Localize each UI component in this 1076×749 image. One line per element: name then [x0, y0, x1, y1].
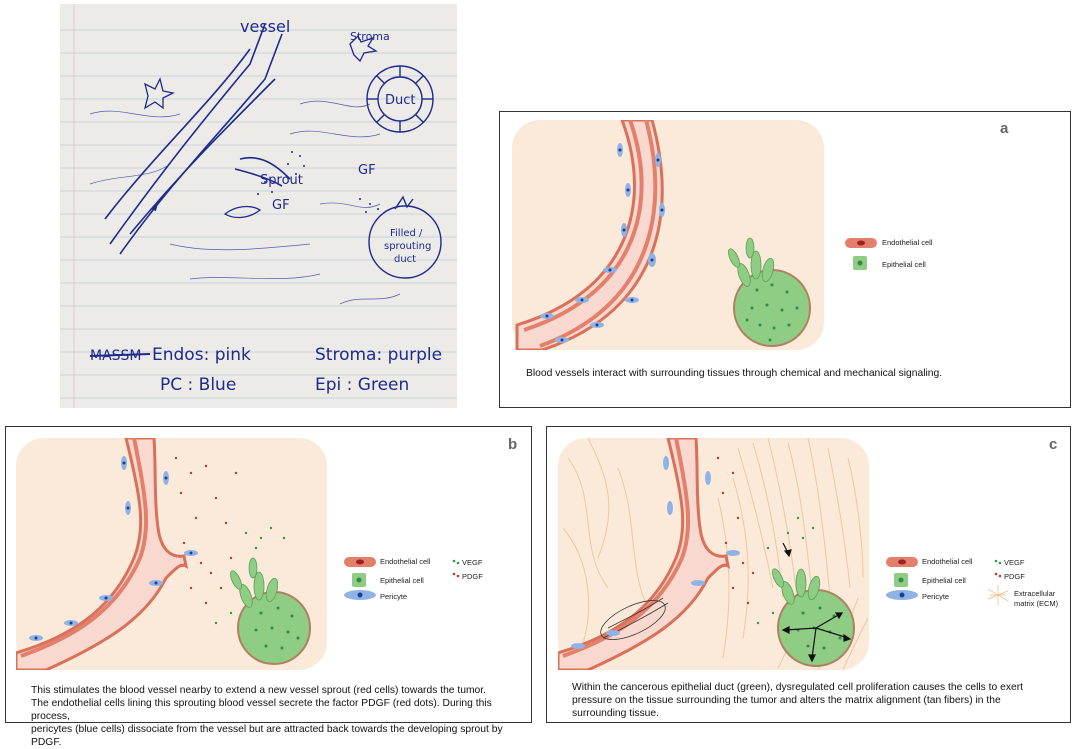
panel-b-legend-pericyte: Pericyte [380, 592, 408, 601]
panel-c-caption: Within the cancerous epithelial duct (gr… [572, 681, 1062, 720]
panel-c-duct [772, 542, 855, 667]
panel-c-caption-line: Within the cancerous epithelial duct (gr… [572, 682, 1024, 693]
sketch-label-gf-upper: GF [358, 163, 376, 178]
panel-a-legend-endothelial: Endothelial cell [882, 238, 933, 247]
endothelial-cell-icon [344, 557, 376, 567]
panel-c-pressure-arrows [781, 542, 852, 663]
sketch-label-filled-1: Filled / [390, 228, 423, 239]
sketch-photo: vessel Stroma Duct Sprout GF GF Filled /… [60, 4, 457, 408]
panel-c-legend-vegf: VEGF [1004, 558, 1025, 567]
sketch-label-stroma: Stroma [350, 30, 390, 43]
panel-c-letter: c [1049, 436, 1058, 453]
panel-b-legend-epithelial: Epithelial cell [380, 576, 424, 585]
panel-c-legend-pdgf: PDGF [1004, 572, 1025, 581]
sketch-label-filled-3: duct [394, 254, 416, 265]
sketch-gf-cell [223, 205, 262, 219]
panel-c-legend-pericyte: Pericyte [922, 592, 950, 601]
panel-c-diagram [558, 438, 869, 670]
panel-b-legend-pdgf: PDGF [462, 572, 483, 581]
panel-c-legend [884, 553, 1064, 613]
panel-c-ecm-fibers [562, 438, 869, 670]
pericyte-icon [886, 590, 918, 600]
panel-b-duct [230, 557, 311, 665]
panel-b-caption-line: pericytes (blue cells) dissociate from t… [31, 724, 503, 748]
panel-c-legend-epithelial: Epithelial cell [922, 576, 966, 585]
sketch-filled-duct [368, 195, 442, 279]
sketch-drawing: vessel Stroma Duct Sprout GF GF Filled /… [60, 4, 457, 408]
endothelial-cell-icon [886, 557, 918, 567]
panel-b-caption-line: The endothelial cells lining this sprout… [31, 698, 492, 722]
sketch-key-endos: Endos: pink [152, 345, 251, 365]
vegf-dots-icon [452, 559, 460, 565]
sketch-duct [366, 65, 434, 133]
sketch-arrow-icon [150, 203, 158, 211]
panel-b-caption: This stimulates the blood vessel nearby … [31, 684, 531, 749]
sketch-label-filled-2: sprouting [384, 241, 431, 252]
pericyte-icon [344, 590, 376, 600]
panel-b-legend-endothelial: Endothelial cell [380, 557, 431, 566]
panel-a-legend-epithelial: Epithelial cell [882, 260, 926, 269]
panel-a-caption: Blood vessels interact with surrounding … [526, 368, 943, 379]
panel-a-duct [728, 237, 811, 347]
endothelial-cell-icon [845, 238, 877, 248]
sketch-label-gf-lower: GF [272, 198, 290, 213]
pdgf-dots-icon [452, 572, 460, 578]
pdgf-dots-icon [994, 572, 1002, 578]
panel-a-legend [843, 234, 963, 274]
vegf-dots-icon [994, 559, 1002, 565]
sketch-vessel [104, 23, 291, 255]
panel-c-legend-ecm-1: Extracellular [1014, 589, 1056, 598]
ecm-fiber-icon [987, 585, 1009, 605]
panel-b-caption-line: This stimulates the blood vessel nearby … [31, 685, 486, 696]
panel-b-letter: b [508, 436, 518, 453]
panel-a-vessel [515, 120, 665, 350]
sketch-label-sprout: Sprout [260, 173, 303, 188]
sketch-key-pc: PC : Blue [160, 375, 236, 395]
sketch-label-vessel: vessel [240, 17, 290, 36]
panel-b-pdgf-dots [174, 456, 238, 605]
epithelial-cell-icon [352, 573, 366, 587]
sketch-key-epi: Epi : Green [315, 375, 409, 395]
sketch-key-stroma: Stroma: purple [315, 345, 442, 365]
panel-b-legend [342, 553, 472, 613]
epithelial-cell-icon [853, 256, 867, 270]
panel-b-vessel [16, 438, 189, 670]
panel-c-caption-line: pressure on the tissue surrounding the t… [572, 695, 1001, 706]
panel-b-legend-vegf: VEGF [462, 558, 483, 567]
sketch-stroma-cell-top [349, 34, 378, 63]
panel-c-legend-endothelial: Endothelial cell [922, 557, 973, 566]
panel-a-diagram [512, 120, 824, 350]
panel-c-legend-ecm-2: matrix (ECM) [1014, 599, 1059, 608]
sketch-stroma-cell [143, 77, 175, 110]
epithelial-cell-icon [894, 573, 908, 587]
panel-b-diagram [16, 438, 327, 670]
panel-c-caption-line: surrounding tissue. [572, 708, 660, 719]
sketch-label-duct: Duct [385, 93, 416, 108]
panel-a-letter: a [1000, 120, 1009, 137]
